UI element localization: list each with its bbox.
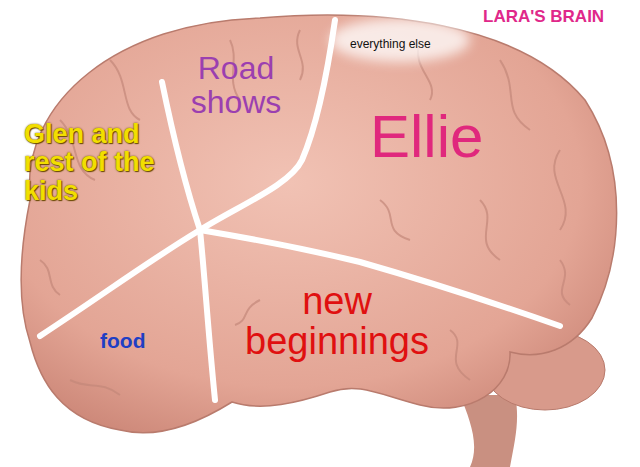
brainstem [460, 395, 517, 467]
gyri [40, 30, 570, 395]
region-label: food [100, 330, 185, 352]
region-label: everything else [350, 38, 470, 51]
divider-lines [40, 20, 560, 400]
highlight [330, 18, 470, 62]
region-label: Glen and rest of the kids [24, 120, 162, 205]
brain-title: LARA'S BRAIN [483, 8, 633, 26]
region-label: Road shows [180, 52, 292, 119]
cerebrum [21, 15, 617, 433]
region-label: new beginnings [232, 282, 442, 362]
region-label: Ellie [370, 105, 560, 168]
